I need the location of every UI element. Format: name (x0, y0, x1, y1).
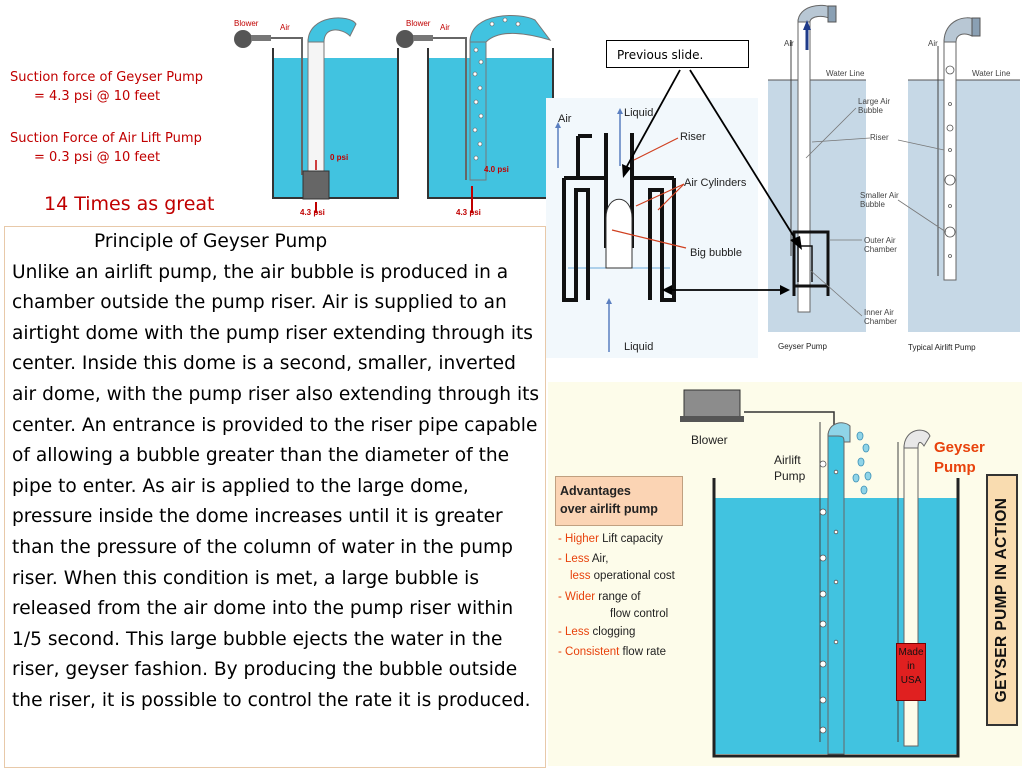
action-diagram: Blower Airlift Pump Geyser Pump (680, 389, 985, 758)
output-drops (852, 431, 872, 495)
right-riser-bubbles (472, 17, 521, 161)
geyser-air-label: Air (784, 39, 794, 48)
liquid-bottom-label: Liquid (624, 341, 653, 353)
adv-item: less operational cost (570, 570, 675, 582)
geyser-action-banner: GEYSER PUMP IN ACTION (986, 474, 1018, 726)
airlift-water-panel (908, 80, 1020, 332)
suction-comparison-diagram: Blower Air 0 psi 4.3 psi Blower Air 4.0 … (234, 15, 554, 217)
left-chamber (302, 170, 330, 200)
riser-label: Riser (680, 131, 706, 143)
airlift-pump-bubbles (819, 460, 839, 734)
geyser-suction-line1: Suction force of Geyser Pump (10, 70, 203, 85)
smaller-bubble-label-1: Smaller Air (860, 191, 899, 200)
inner-chamber-label-2: Chamber (864, 317, 897, 326)
left-blower-label: Blower (234, 19, 259, 28)
left-air-label: Air (280, 23, 290, 32)
airlift-label-2: Pump (774, 469, 806, 483)
advantages-line-2: over airlift pump (560, 502, 658, 516)
right-tank-water (428, 58, 553, 198)
psi-four-label: 4.0 psi (484, 165, 509, 174)
left-tank-water (273, 58, 398, 198)
airlift-pump-riser (827, 433, 845, 755)
airlift-label-1: Airlift (774, 453, 801, 467)
adv-item: flow control (610, 608, 669, 620)
outer-air-chamber (792, 230, 830, 296)
inner-chamber-label-1: Inner Air (864, 308, 894, 317)
left-blower-icon (234, 30, 252, 48)
adv-item: - Less Air, (558, 553, 609, 565)
principle-title: Principle of Geyser Pump (94, 231, 328, 252)
liquid-top-label: Liquid (624, 107, 653, 119)
right-air-line (433, 37, 467, 180)
psi-bottom-left-label: 4.3 psi (300, 208, 325, 217)
riser-label-right: Riser (870, 133, 889, 142)
geyser-suction-line2: = 4.3 psi @ 10 feet (34, 89, 161, 104)
geyser-caption: Geyser Pump (778, 342, 827, 351)
outer-chamber (562, 178, 590, 302)
big-bubble-label: Big bubble (690, 247, 742, 259)
principle-paragraph: Principle of Geyser Pump Unlike an airli… (5, 227, 545, 717)
geyser-pump-riser (903, 445, 919, 747)
geyser-label-1: Geyser (934, 439, 985, 456)
outer-chamber-label-2: Chamber (864, 245, 897, 254)
psi-bottom-right-label: 4.3 psi (456, 208, 481, 217)
chamber-schematic: Air Liquid Riser Air Cylinders Big bubbl… (546, 98, 758, 358)
adv-item: - Higher Lift capacity (558, 533, 663, 545)
advantages-line-1: Advantages (560, 484, 631, 498)
right-air-label: Air (440, 23, 450, 32)
big-bubble (605, 198, 633, 269)
inner-air-chamber (797, 245, 813, 282)
banner-text: GEYSER PUMP IN ACTION (993, 497, 1010, 703)
airlift-bubbles (944, 65, 956, 258)
airlift-suction-line2: = 0.3 psi @ 10 feet (34, 150, 161, 165)
geyser-vs-airlift-diagram: Air Air Water Line Water Line Large Air … (768, 4, 1020, 352)
geyser-label-2: Pump (934, 459, 976, 476)
blower-label: Blower (691, 433, 728, 447)
blower-icon (683, 389, 741, 419)
tank-wall (712, 478, 960, 758)
advantages-heading: Advantages over airlift pump (555, 476, 683, 526)
adv-item: - Less clogging (558, 626, 636, 638)
geyser-water-line-label: Water Line (826, 69, 865, 78)
air-cylinders-label: Air Cylinders (684, 177, 747, 189)
airlift-suction-line1: Suction Force of Air Lift Pump (10, 131, 202, 146)
principle-body: Unlike an airlift pump, the air bubble i… (12, 261, 540, 711)
air-label: Air (558, 113, 572, 125)
airlift-water-line-label: Water Line (972, 69, 1011, 78)
left-tank-wall (272, 48, 399, 199)
previous-slide-box: Previous slide. (606, 40, 749, 68)
left-air-line (271, 37, 303, 175)
large-bubble-label-1: Large Air (858, 97, 890, 106)
large-bubble-label-2: Bubble (858, 106, 883, 115)
airlift-air-label: Air (928, 39, 938, 48)
made-in-usa-tag: Made in USA (896, 643, 926, 701)
smaller-bubble-label-2: Bubble (860, 200, 885, 209)
psi-zero-label: 0 psi (330, 153, 348, 162)
right-blower-icon (396, 30, 414, 48)
adv-item: - Consistent flow rate (558, 646, 667, 658)
comparison-text: 14 Times as great (44, 193, 215, 215)
outer-chamber-label-1: Outer Air (864, 236, 896, 245)
suction-notes: Suction force of Geyser Pump = 4.3 psi @… (10, 68, 203, 167)
airlift-caption: Typical Airlift Pump (908, 343, 976, 352)
principle-text-box: Principle of Geyser Pump Unlike an airli… (4, 226, 546, 768)
adv-item: - Wider range of (558, 591, 641, 603)
right-blower-label: Blower (406, 19, 431, 28)
